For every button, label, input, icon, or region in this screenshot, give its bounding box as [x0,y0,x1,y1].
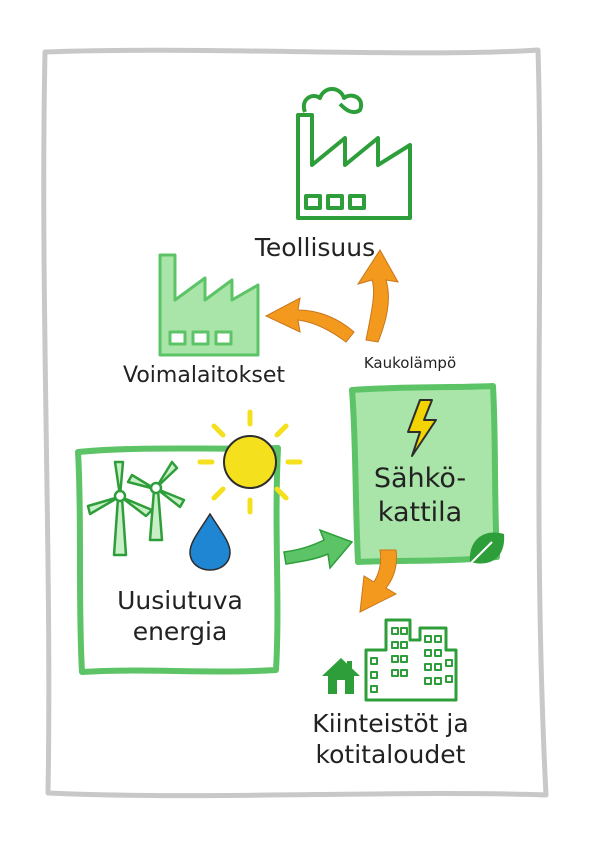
water-drop-icon [189,512,231,571]
frame-border [41,47,549,799]
arrow-icon [264,297,355,343]
buildings-label-line2: kotitaloudet [315,740,466,770]
power-plants-label: Voimalaitokset [123,363,285,388]
electric-boiler-label: Sähkö- kattila [360,462,480,530]
electric-boiler-label-line2: kattila [377,496,463,528]
renewable-energy-label: Uusiutuva energia [90,585,270,648]
industry-label: Teollisuus [254,233,376,262]
wind-turbine-icon [86,460,154,557]
buildings-label: Kiinteistöt ja kotitaloudet [288,708,493,771]
leaf-icon [465,532,505,569]
renewable-energy-label-line2: energia [132,617,228,647]
office-buildings-icon [364,618,458,702]
wind-turbine-icon [126,460,186,542]
district-heat-label: Kaukolämpö [363,354,457,372]
house-icon [322,658,360,694]
electric-boiler-label-line1: Sähkö- [373,463,467,494]
factory-icon [158,253,260,357]
arrow-icon [359,549,398,613]
buildings-label-line1: Kiinteistöt ja [312,709,469,738]
renewable-energy-box [75,445,281,675]
arrow-icon [356,249,399,343]
sun-icon [197,409,303,515]
renewable-energy-label-line1: Uusiutuva [117,586,243,615]
lightning-icon [407,399,437,457]
factory-icon [296,87,412,220]
arrow-icon [283,528,354,570]
